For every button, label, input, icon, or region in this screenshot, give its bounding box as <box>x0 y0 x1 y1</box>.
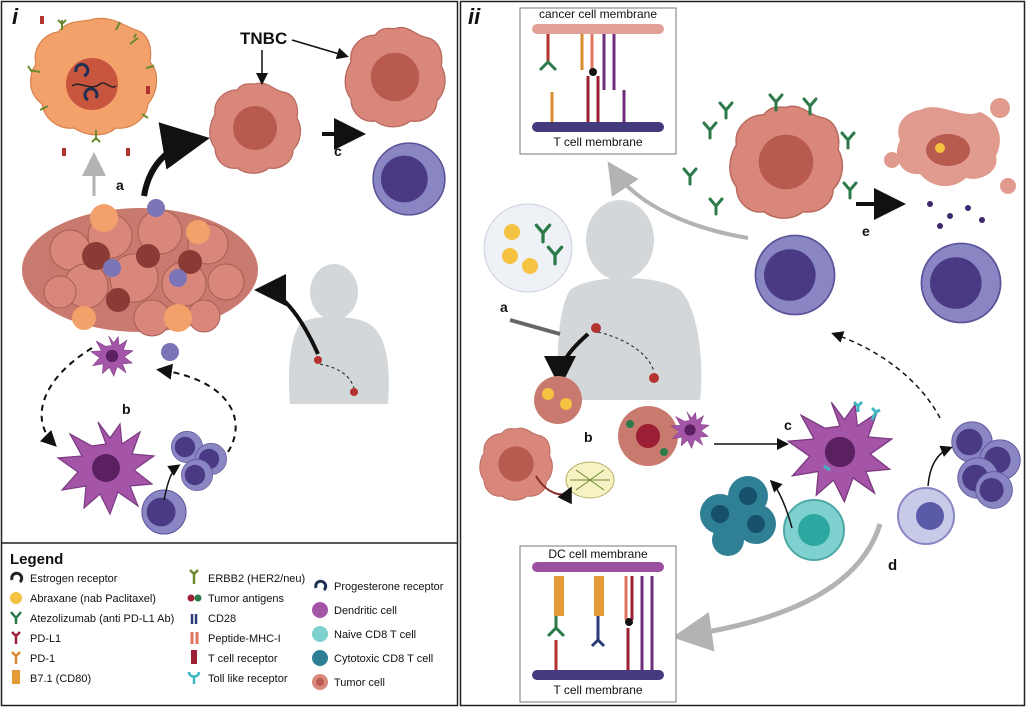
tumor-antigen-icon <box>187 594 202 602</box>
arrow-mitosis <box>535 475 572 505</box>
panel-ii-frame <box>459 0 1026 707</box>
legend-item-label: Cytotoxic CD8 T cell <box>334 653 433 665</box>
inset-dc-t-cell-membrane: DC cell membrane T cell membrane <box>519 545 677 703</box>
naive-t-cell-icon <box>312 626 328 642</box>
step-e-label: e <box>862 223 870 239</box>
step-a-label-right: a <box>500 299 508 315</box>
dendritic-cell-left <box>57 421 155 515</box>
arrow-body-to-mass <box>254 274 320 355</box>
arrow-a-curve <box>141 122 210 197</box>
pd-l1-markers-left <box>40 16 150 156</box>
antibody-icon <box>10 611 22 624</box>
activated-t-cell-cluster <box>951 421 1021 509</box>
step-c-label-left: c <box>334 143 342 159</box>
step-a-label-left: a <box>116 177 124 193</box>
patient-silhouette-left <box>289 264 389 404</box>
tnbc-cell-1 <box>209 82 302 174</box>
legend-item-label: Abraxane (nab Paclitaxel) <box>30 593 156 605</box>
legend-item-label: Peptide-MHC-I <box>208 633 281 645</box>
dendritic-cell-right <box>787 401 893 503</box>
legend-item-label: Dendritic cell <box>334 605 397 617</box>
legend-item-label: PD-L1 <box>30 633 61 645</box>
inset-top-label-top: cancer cell membrane <box>539 7 657 21</box>
b71-icon <box>12 670 20 684</box>
patient-silhouette-right <box>557 200 702 400</box>
syringe <box>509 318 561 336</box>
legend-title: Legend <box>10 551 63 568</box>
legend-item-label: Tumor antigens <box>208 593 285 605</box>
tnbc-label: TNBC <box>240 29 287 48</box>
estrogen-receptor-icon <box>10 571 24 584</box>
tlr-icon <box>187 671 201 684</box>
arrow-body-to-tumor-right <box>544 332 590 388</box>
legend-item-label: CD28 <box>208 613 236 625</box>
mhc-icon <box>190 632 199 644</box>
pdl1-icon <box>11 631 21 644</box>
legend-item-label: ERBB2 (HER2/neu) <box>208 573 305 585</box>
toll-like-receptors <box>823 400 881 472</box>
dying-tumor-cluster <box>618 406 678 466</box>
tcr-icon <box>191 650 197 664</box>
dendritic-cell-icon <box>312 602 328 618</box>
inset-bottom-label-bottom: T cell membrane <box>553 683 642 697</box>
tumor-cell-icon <box>312 674 328 690</box>
panel-ii-numeral: ii <box>468 4 481 29</box>
legend-item-label: Atezolizumab (anti PD-L1 Ab) <box>30 613 174 625</box>
tumor-cell-abraxane <box>479 427 553 501</box>
legend-item-label: PD-1 <box>30 653 55 665</box>
pd1-icon <box>11 651 21 664</box>
naive-t-cell-2 <box>897 487 955 545</box>
dendritic-cell-in-mass <box>90 335 134 377</box>
arrow-grey-to-bottom-inset <box>672 523 883 652</box>
step-b-label-right: b <box>584 429 593 445</box>
mitotic-cell <box>565 461 615 499</box>
cytotoxic-t-cell-cluster <box>700 476 776 556</box>
legend-item-label: B7.1 (CD80) <box>30 673 91 685</box>
legend-item-label: Naive CD8 T cell <box>334 629 416 641</box>
tumor-mass <box>22 199 258 361</box>
panel-i-frame <box>0 0 459 707</box>
panel-i-numeral: i <box>12 4 19 29</box>
inset-cancer-t-cell-membrane: cancer cell membrane T cell membrane <box>519 7 677 155</box>
arrow-grey-to-top-inset <box>607 161 749 240</box>
naive-cd8-t-cell <box>783 499 845 561</box>
step-c-label-right: c <box>784 417 792 433</box>
arrow-b-right <box>156 363 237 453</box>
tumor-cell-right <box>729 105 844 219</box>
legend-item-label: Toll like receptor <box>208 673 288 685</box>
drug-bubble <box>483 203 573 293</box>
inset-bottom-label-top: DC cell membrane <box>548 547 648 561</box>
step-b-label-left: b <box>122 401 131 417</box>
step-d-label: d <box>888 557 897 574</box>
arrow-dashed-to-top <box>831 331 941 419</box>
cd28-icon <box>190 614 198 624</box>
arrow-b-left <box>39 347 93 447</box>
legend-item-label: Progesterone receptor <box>334 581 444 593</box>
t-cell-cluster-left <box>171 431 227 491</box>
tnbc-cell-2 <box>344 26 446 128</box>
arrow-to-activated <box>927 445 953 487</box>
inset-top-label-bottom: T cell membrane <box>553 135 642 149</box>
arrow-to-cytotoxic <box>769 479 793 529</box>
erbb2-icon <box>189 569 199 584</box>
legend-item-label: Estrogen receptor <box>30 573 118 585</box>
t-cell-right-killing <box>920 242 1002 324</box>
cytotoxic-t-cell-icon <box>312 650 328 666</box>
abraxane-icon <box>10 592 22 604</box>
progesterone-receptor-icon <box>314 579 328 592</box>
t-cell-left <box>372 142 446 216</box>
her2-tumor-cell <box>27 17 158 143</box>
tumor-cluster-right <box>534 376 582 424</box>
legend-item-label: T cell receptor <box>208 653 278 665</box>
dying-tumor-cell <box>884 98 1016 229</box>
arrow-tcell-to-cluster <box>163 464 181 501</box>
tnbc-arrow-2 <box>291 39 349 60</box>
legend-item-label: Tumor cell <box>334 677 385 689</box>
t-cell-right-top <box>754 234 836 316</box>
